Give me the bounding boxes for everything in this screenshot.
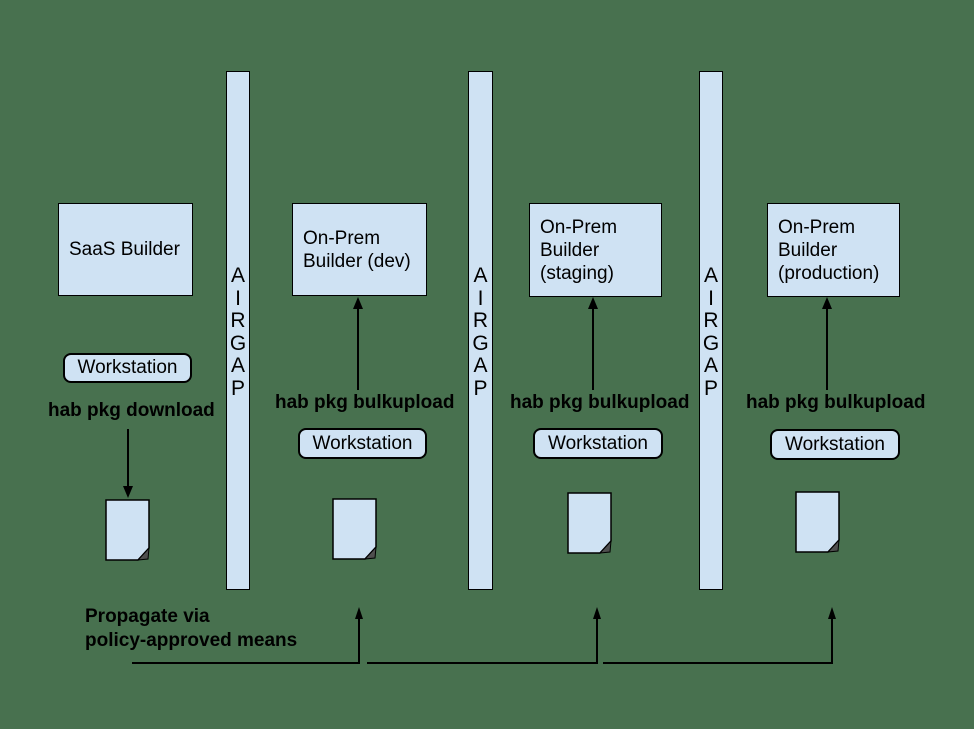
airgap-label-1: AIRGAP [229, 264, 247, 400]
workstation-label: Workstation [312, 432, 413, 454]
document-icon-production [795, 491, 840, 553]
workstation-label: Workstation [548, 432, 648, 454]
document-icon-staging [567, 492, 612, 554]
hab-pkg-download-label: hab pkg download [48, 400, 215, 421]
saas-builder-box: SaaS Builder [58, 203, 193, 296]
workstation-label: Workstation [785, 433, 885, 455]
saas-builder-label: SaaS Builder [69, 239, 180, 260]
airgap-bar-2: AIRGAP [468, 71, 493, 590]
workstation-label: Workstation [77, 357, 178, 378]
airgap-label-3: AIRGAP [702, 264, 720, 400]
onprem-builder-dev-box: On-Prem Builder (dev) [292, 203, 427, 296]
onprem-builder-staging-box: On-Prem Builder (staging) [529, 203, 662, 297]
propagate-note: Propagate via policy-approved means [85, 606, 298, 651]
bulkupload-arrow-staging [588, 297, 598, 390]
onprem-builder-staging-label: On-Prem Builder (staging) [540, 216, 618, 284]
download-arrow [123, 429, 133, 498]
workstation-box-staging: Workstation [533, 428, 663, 459]
hab-pkg-bulkupload-label-production: hab pkg bulkupload [746, 392, 926, 413]
workstation-box-dev: Workstation [298, 428, 427, 459]
document-icon-dev [332, 498, 377, 560]
document-icon-saas [105, 499, 150, 561]
hab-pkg-bulkupload-label-dev: hab pkg bulkupload [275, 392, 455, 413]
hab-pkg-bulkupload-label-staging: hab pkg bulkupload [510, 392, 690, 413]
airgap-bar-3: AIRGAP [699, 71, 723, 590]
propagate-connector-production [603, 607, 836, 664]
onprem-builder-production-label: On-Prem Builder (production) [778, 216, 880, 284]
workstation-box-production: Workstation [770, 429, 900, 460]
bulkupload-arrow-production [822, 297, 832, 390]
onprem-builder-dev-label: On-Prem Builder (dev) [303, 227, 411, 272]
bulkupload-arrow-dev [353, 297, 363, 390]
workstation-box-saas: Workstation [63, 353, 192, 383]
onprem-builder-production-box: On-Prem Builder (production) [767, 203, 900, 297]
propagate-connector-staging [367, 607, 601, 664]
airgap-bar-1: AIRGAP [226, 71, 250, 590]
airgap-label-2: AIRGAP [472, 264, 489, 400]
